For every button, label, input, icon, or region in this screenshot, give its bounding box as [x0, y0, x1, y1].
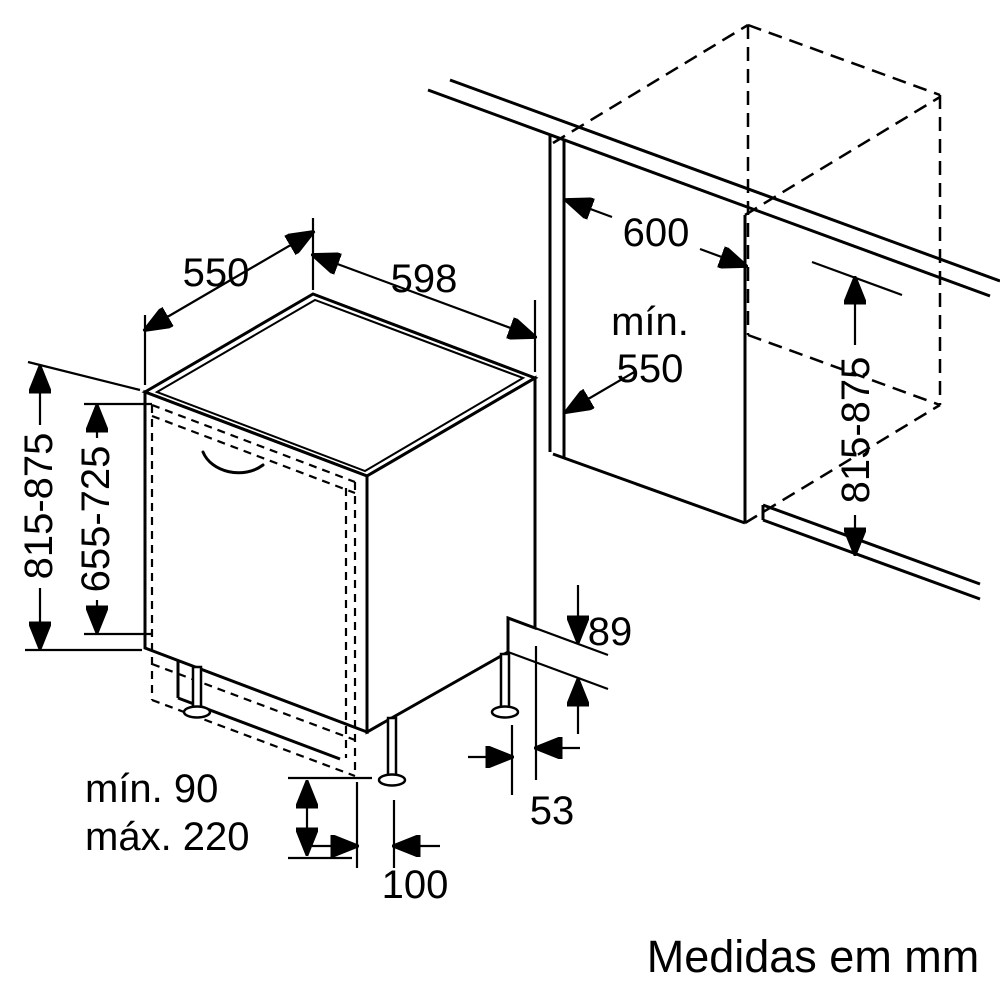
- dim-front-foot: 100: [312, 782, 448, 907]
- dim-600-label: 600: [623, 211, 690, 255]
- left-height-label: 815-875: [17, 433, 61, 580]
- plinth-max-label: máx. 220: [85, 815, 250, 859]
- dim-53-label: 53: [530, 789, 575, 833]
- rear-foot: [499, 652, 511, 710]
- niche-walls: [548, 135, 981, 601]
- dim-niche-width: 600: [566, 200, 746, 266]
- dim-door-panel-height: 655-725: [74, 402, 152, 636]
- left-foot: [191, 665, 203, 711]
- dim-appliance-height: 815-875: [17, 360, 142, 652]
- door-height-label: 655-725: [74, 446, 118, 593]
- plinth-min-label: mín. 90: [85, 767, 218, 811]
- adjustable-feet: [182, 652, 520, 787]
- niche-depth-label-value: 550: [617, 347, 684, 391]
- dim-598-label: 598: [391, 257, 458, 301]
- dim-100-label: 100: [382, 863, 449, 907]
- units-caption: Medidas em mm: [647, 931, 980, 982]
- dim-top-width: 598: [313, 255, 535, 372]
- door-panel-dashed: [150, 403, 357, 778]
- dim-550-label: 550: [183, 251, 250, 295]
- dim-niche-depth: mín. 550: [566, 300, 689, 412]
- countertop-edge: [427, 78, 1000, 298]
- front-foot: [386, 716, 398, 778]
- dim-plinth-range: mín. 90 máx. 220: [85, 767, 372, 860]
- right-height-label: 815-875: [834, 357, 878, 504]
- door-handle: [201, 450, 265, 475]
- dim-rear-base: 89: [507, 585, 633, 734]
- dishwasher-body: [141, 292, 539, 761]
- niche-dashed-outline: [552, 23, 942, 525]
- dim-89-label: 89: [588, 610, 633, 654]
- dim-rear-foot-offset: 53: [468, 646, 580, 833]
- niche-depth-label-min: mín.: [611, 300, 689, 344]
- dim-niche-height: 815-875: [811, 260, 903, 554]
